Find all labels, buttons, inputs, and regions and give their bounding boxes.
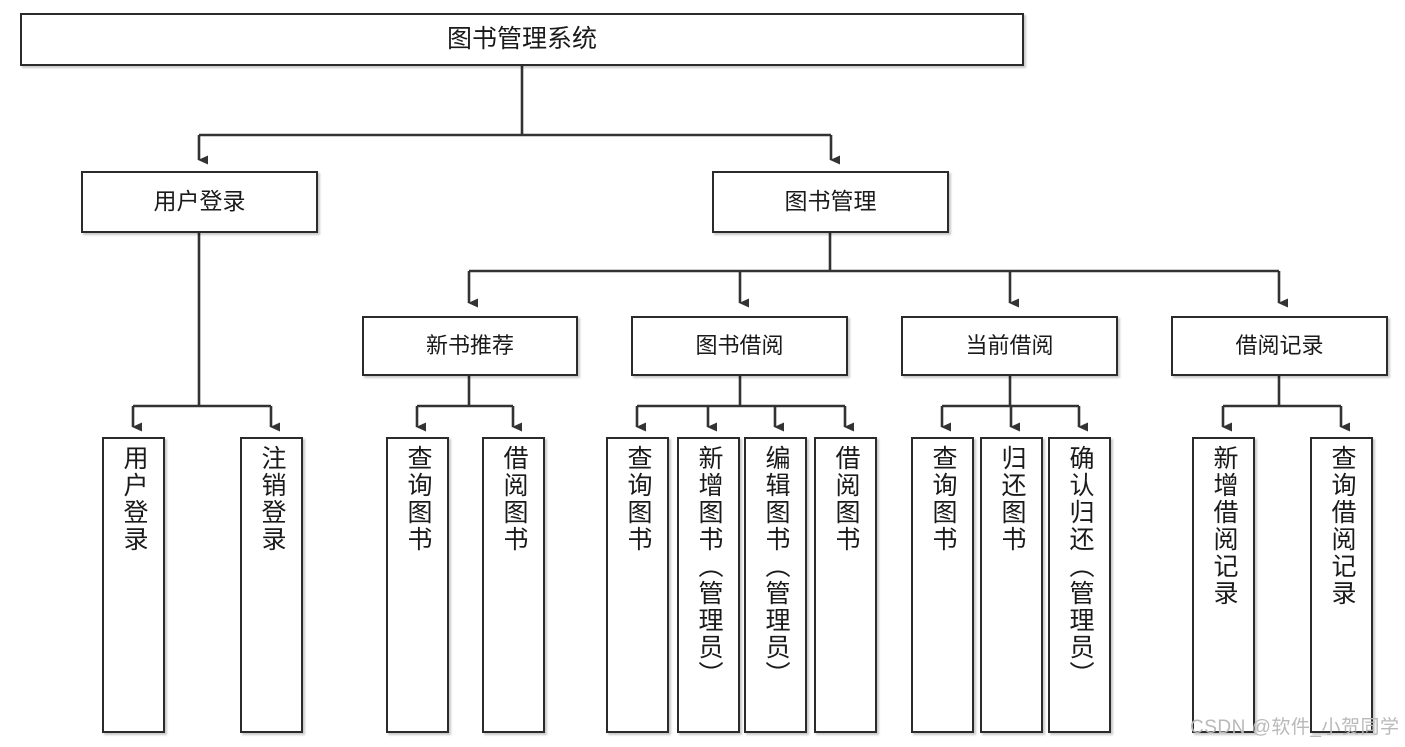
watermark-text: CSDN @软件_小贺同学	[1190, 717, 1400, 738]
leaf-query-book-borrow[interactable]: 查询图书	[606, 437, 669, 733]
leaf-query-book-recommend[interactable]: 查询图书	[386, 437, 449, 733]
node-label: 编辑图书（管理员）	[762, 445, 790, 688]
leaf-edit-book[interactable]: 编辑图书（管理员）	[744, 437, 807, 733]
leaf-user-login[interactable]: 用户登录	[102, 437, 165, 733]
leaf-borrow-book[interactable]: 借阅图书	[814, 437, 877, 733]
node-root-system[interactable]: 图书管理系统	[20, 13, 1024, 66]
leaf-add-borrow-record[interactable]: 新增借阅记录	[1192, 437, 1255, 733]
node-label: 当前借阅	[965, 333, 1054, 359]
node-label: 新增借阅记录	[1210, 445, 1238, 607]
node-label: 查询图书	[624, 445, 652, 553]
node-book-manage[interactable]: 图书管理	[712, 171, 949, 233]
node-label: 用户登录	[153, 188, 246, 215]
node-user-login[interactable]: 用户登录	[81, 171, 318, 233]
node-label: 借阅记录	[1235, 333, 1324, 359]
leaf-query-borrow-record[interactable]: 查询借阅记录	[1310, 437, 1373, 733]
node-new-book-recommend[interactable]: 新书推荐	[362, 316, 578, 376]
node-label: 图书借阅	[695, 333, 784, 359]
leaf-query-book-current[interactable]: 查询图书	[911, 437, 974, 733]
node-current-borrow[interactable]: 当前借阅	[901, 316, 1118, 376]
node-label: 确认归还（管理员）	[1066, 445, 1094, 688]
leaf-borrow-book-recommend[interactable]: 借阅图书	[482, 437, 545, 733]
node-label: 查询借阅记录	[1328, 445, 1356, 607]
node-label: 归还图书	[998, 445, 1026, 553]
node-label: 图书管理	[784, 188, 877, 215]
node-label: 查询图书	[929, 445, 957, 553]
node-label: 查询图书	[404, 445, 432, 553]
node-label: 用户登录	[120, 445, 148, 553]
node-label: 图书管理系统	[446, 24, 597, 53]
leaf-confirm-return[interactable]: 确认归还（管理员）	[1048, 437, 1111, 733]
leaf-user-logout[interactable]: 注销登录	[240, 437, 303, 733]
leaf-return-book[interactable]: 归还图书	[980, 437, 1043, 733]
node-book-borrow[interactable]: 图书借阅	[631, 316, 848, 376]
node-label: 借阅图书	[500, 445, 528, 553]
leaf-add-book[interactable]: 新增图书（管理员）	[677, 437, 740, 733]
node-borrow-record[interactable]: 借阅记录	[1171, 316, 1388, 376]
node-label: 借阅图书	[832, 445, 860, 553]
node-label: 新增图书（管理员）	[695, 445, 723, 688]
node-label: 注销登录	[258, 445, 286, 553]
node-label: 新书推荐	[425, 333, 514, 359]
